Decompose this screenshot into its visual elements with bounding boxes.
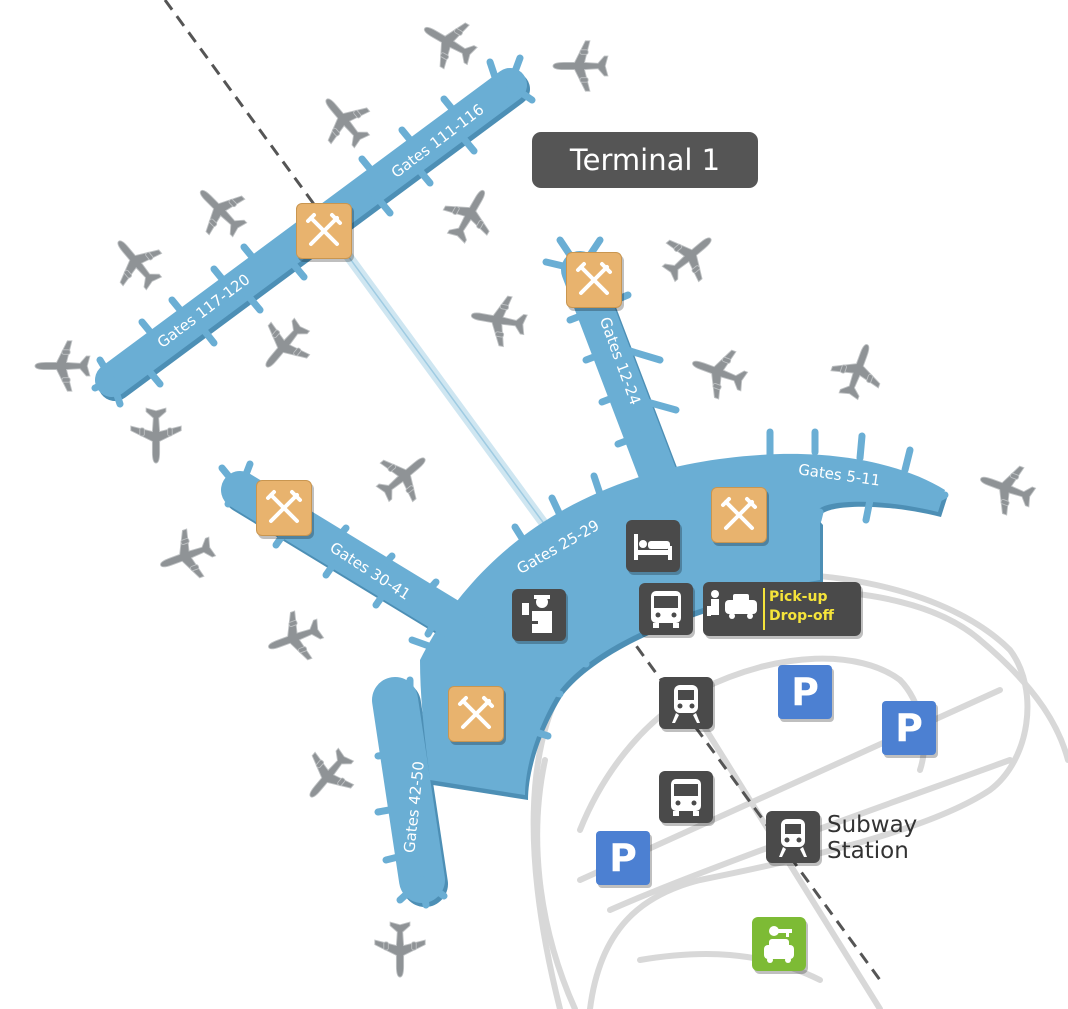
pickup-line1: Pick-up <box>769 589 828 605</box>
parking-icon[interactable]: P <box>882 701 936 755</box>
pickup-line2: Drop-off <box>769 608 834 624</box>
pickup-divider <box>763 588 765 630</box>
bus-icon[interactable] <box>659 771 713 823</box>
subway-line1: Subway <box>827 812 918 838</box>
bus-icon[interactable] <box>639 583 693 635</box>
walkway-edge <box>339 244 546 526</box>
subway-line2: Station <box>827 838 909 864</box>
taxi-icon <box>707 590 757 619</box>
restaurant-icon[interactable] <box>448 686 504 742</box>
restaurant-icon[interactable] <box>711 487 767 543</box>
pickup-dropoff-sign[interactable]: Pick-up Drop-off <box>703 582 861 636</box>
car-rental-icon[interactable] <box>752 917 806 971</box>
parking-icon[interactable]: P <box>596 831 650 885</box>
train-icon[interactable] <box>659 677 713 729</box>
restaurant-icon[interactable] <box>566 252 622 308</box>
pickup-label: Pick-up Drop-off <box>769 588 834 626</box>
parking-icon[interactable]: P <box>778 665 832 719</box>
terminal-title: Terminal 1 <box>532 132 758 188</box>
customs-icon[interactable] <box>512 589 566 641</box>
hotel-icon[interactable] <box>626 520 680 572</box>
restaurant-icon[interactable] <box>256 480 312 536</box>
train-icon[interactable] <box>766 811 820 863</box>
subway-station-label: Subway Station <box>827 812 917 864</box>
restaurant-icon[interactable] <box>296 203 352 259</box>
